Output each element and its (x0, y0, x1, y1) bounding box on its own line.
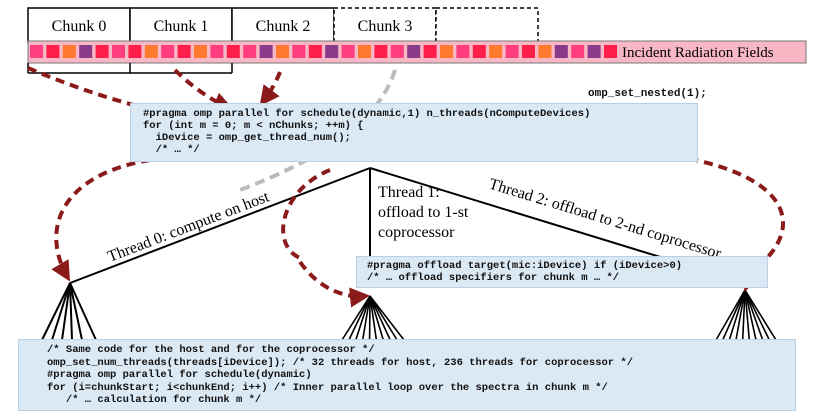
coprocessor-1-thread-fan (341, 295, 405, 341)
strip-cell (489, 45, 503, 58)
strip-cell (79, 45, 93, 58)
radiation-fields-strip (27, 40, 807, 64)
strip-cell (505, 45, 519, 58)
offload-code-text: #pragma offload target(mic:iDevice) if (… (367, 260, 683, 284)
strip-cell (308, 45, 322, 58)
arrow-chunk2-to-outer (259, 71, 282, 107)
outer-code-text: #pragma omp parallel for schedule(dynami… (143, 108, 591, 156)
strip-cell (95, 45, 109, 58)
strip-cell (161, 45, 175, 58)
strip-cell (390, 45, 404, 58)
thread-1-line-1: Thread 1: (378, 184, 440, 201)
thread-line (728, 289, 746, 341)
thread-line (744, 289, 757, 341)
strip-cell (276, 45, 289, 58)
thread-0-label: Thread 0: compute on host (105, 188, 272, 266)
strip-cell (440, 45, 453, 58)
strip-cell (177, 45, 191, 58)
thread-line (369, 295, 398, 341)
thread-line (721, 289, 746, 341)
chunk-label-2: Chunk 2 (256, 18, 311, 35)
strip-cell (604, 45, 617, 58)
thread-line (744, 289, 777, 341)
thread-1-line-3: coprocessor (378, 224, 455, 241)
thread-line (369, 295, 391, 341)
thread-line (355, 295, 371, 341)
arrow-outer-to-host (51, 158, 151, 282)
chunk-box-0 (27, 7, 131, 43)
offload-code: #pragma offload target(mic:iDevice) if (… (356, 256, 768, 288)
inner-parallel-code: /* Same code for the host and for the co… (18, 339, 796, 411)
chunk-box-4 (435, 7, 539, 43)
chunk-label-0: Chunk 0 (52, 18, 107, 35)
thread-line (744, 289, 751, 341)
chunk-boxes: Chunk 0 Chunk 1 Chunk 2 Chunk 3 (27, 7, 539, 43)
thread-line (369, 295, 385, 341)
strip-cell (62, 45, 76, 58)
outer-parallel-code: #pragma omp parallel for schedule(dynami… (130, 103, 698, 162)
omp-set-nested-label: omp_set_nested(1); (588, 88, 707, 100)
arrow-outer-to-coproc1 (281, 168, 331, 260)
thread-line (369, 295, 378, 341)
strip-cell (587, 45, 601, 58)
chunk-box-1 (129, 7, 233, 43)
strip-cell (210, 45, 224, 58)
strip-cell (374, 45, 388, 58)
chunk-label-3: Chunk 3 (358, 18, 413, 35)
strip-cell (30, 45, 43, 58)
thread-line (735, 289, 746, 341)
host-thread-fan (41, 282, 97, 341)
thread-2-label: Thread 2: offload to 2-nd coprocessor (487, 176, 724, 263)
inner-code-text: /* Same code for the host and for the co… (47, 344, 633, 406)
strip-cell (423, 45, 437, 58)
strip-cell (456, 45, 470, 58)
coprocessor-2-thread-fan (715, 289, 777, 341)
thread-line (741, 289, 746, 341)
thread-line (715, 289, 746, 341)
strip-cell (358, 45, 371, 58)
chunk-dividers (27, 63, 233, 74)
strip-cell (571, 45, 585, 58)
strip-cell (554, 45, 568, 58)
strip-cell (112, 45, 125, 58)
thread-line (744, 289, 764, 341)
strip-cell (259, 45, 273, 58)
thread-1-label: Thread 1: offload to 1-st coprocessor (378, 183, 468, 243)
strip-cell (144, 45, 158, 58)
strip-cell (341, 45, 355, 58)
strip-cell (226, 45, 240, 58)
thread-line (744, 289, 771, 341)
strip-cell (472, 45, 486, 58)
strip-cell (538, 45, 552, 58)
thread-1-line-2: offload to 1-st (378, 204, 469, 221)
strip-label: Incident Radiation Fields (622, 45, 774, 61)
strip-cell (407, 45, 421, 58)
strip-cell (128, 45, 142, 58)
strip-cell (522, 45, 535, 58)
strip-cell (194, 45, 207, 58)
strip-cell (46, 45, 60, 58)
strip-cell (292, 45, 306, 58)
strip-cell (243, 45, 257, 58)
chunk-label-1: Chunk 1 (154, 18, 209, 35)
strip-cell (325, 45, 339, 58)
thread-line (369, 295, 405, 341)
